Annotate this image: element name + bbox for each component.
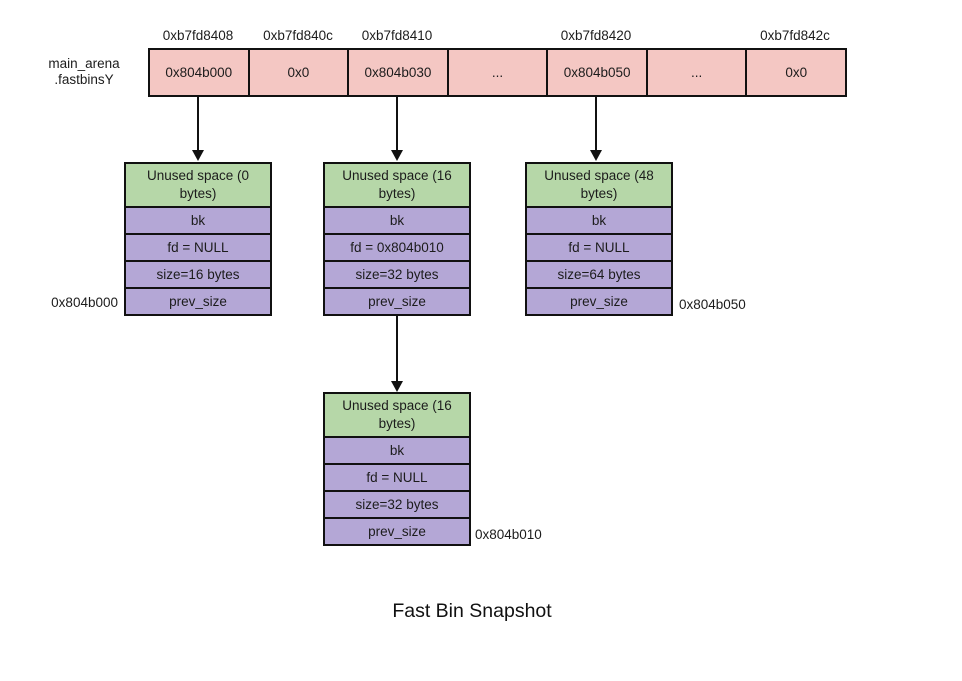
chunk-field-bk: bk [124, 206, 272, 235]
fastbins-array-row: 0x804b000 0x0 0x804b030 ... 0x804b050 ..… [148, 48, 847, 97]
chunk-0x804b000: Unused space (0 bytes) bk fd = NULL size… [124, 162, 272, 316]
arrow-head-icon [590, 150, 602, 161]
arrow-line [595, 97, 597, 150]
arrow-fastbin4-to-chunk-0x804b050 [589, 97, 603, 161]
address-label-0xb7fd842c: 0xb7fd842c [760, 28, 830, 43]
chunk-unused-space: Unused space (0 bytes) [124, 162, 272, 208]
chunk-field-prev-size: prev_size [323, 287, 471, 316]
chunk-field-prev-size: prev_size [124, 287, 272, 316]
address-label-0xb7fd840c: 0xb7fd840c [263, 28, 333, 43]
chunk-0x804b030: Unused space (16 bytes) bk fd = 0x804b01… [323, 162, 471, 316]
fastbin-cell-6: 0x0 [745, 50, 846, 95]
diagram-title: Fast Bin Snapshot [392, 600, 552, 622]
fastbin-cell-3: ... [446, 50, 547, 95]
chunk-field-size: size=64 bytes [525, 260, 673, 289]
chunk-field-prev-size: prev_size [323, 517, 471, 546]
chunk-unused-space: Unused space (16 bytes) [323, 162, 471, 208]
arrow-head-icon [192, 150, 204, 161]
fastbin-cell-5: ... [645, 50, 746, 95]
arena-label-line2: .fastbinsY [54, 72, 114, 88]
chunk-field-fd: fd = NULL [124, 233, 272, 262]
chunk-field-fd: fd = NULL [525, 233, 673, 262]
arrow-head-icon [391, 381, 403, 392]
fastbin-cell-4: 0x804b050 [546, 50, 646, 95]
address-label-0xb7fd8408: 0xb7fd8408 [162, 28, 234, 43]
chunk-field-fd: fd = NULL [323, 463, 471, 492]
chunk-field-bk: bk [323, 206, 471, 235]
address-label-0xb7fd8410: 0xb7fd8410 [361, 28, 433, 43]
chunk-unused-space: Unused space (16 bytes) [323, 392, 471, 438]
chunk-unused-space: Unused space (48 bytes) [525, 162, 673, 208]
arrow-line [396, 97, 398, 150]
chunk-field-size: size=32 bytes [323, 260, 471, 289]
chunk-address-0x804b000: 0x804b000 [51, 295, 118, 310]
arrow-fastbin0-to-chunk-0x804b000 [191, 97, 205, 161]
arrow-fastbin2-to-chunk-0x804b030 [390, 97, 404, 161]
arrow-fd-to-chunk-0x804b010 [390, 316, 404, 392]
fastbin-cell-0: 0x804b000 [150, 50, 248, 95]
arrow-line [396, 316, 398, 381]
chunk-field-prev-size: prev_size [525, 287, 673, 316]
chunk-field-size: size=32 bytes [323, 490, 471, 519]
chunk-field-bk: bk [525, 206, 673, 235]
fastbin-cell-2: 0x804b030 [347, 50, 447, 95]
chunk-address-0x804b010: 0x804b010 [475, 527, 542, 542]
fastbin-cell-1: 0x0 [247, 50, 348, 95]
chunk-field-fd: fd = 0x804b010 [323, 233, 471, 262]
arrow-head-icon [391, 150, 403, 161]
arena-label-line1: main_arena [48, 56, 120, 71]
chunk-field-size: size=16 bytes [124, 260, 272, 289]
chunk-0x804b010: Unused space (16 bytes) bk fd = NULL siz… [323, 392, 471, 546]
arena-label: main_arena .fastbinsY [28, 56, 140, 89]
arrow-line [197, 97, 199, 150]
address-label-0xb7fd8420: 0xb7fd8420 [560, 28, 632, 43]
chunk-address-0x804b050: 0x804b050 [679, 297, 746, 312]
chunk-0x804b050: Unused space (48 bytes) bk fd = NULL siz… [525, 162, 673, 316]
chunk-field-bk: bk [323, 436, 471, 465]
